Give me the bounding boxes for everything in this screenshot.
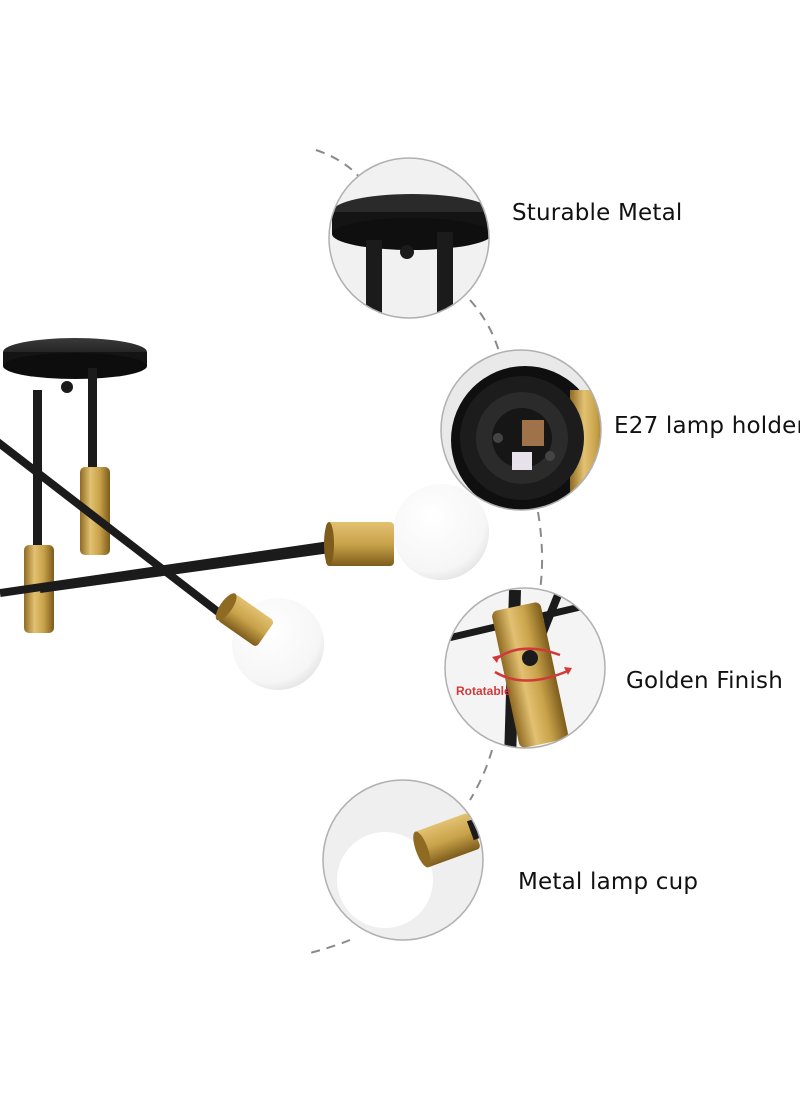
connector-dashed-line — [305, 149, 544, 955]
callout-joint: Rotatable — [444, 587, 606, 749]
rotatable-badge: Rotatable — [456, 684, 511, 698]
feature-label-metal-lamp-cup: Metal lamp cup — [518, 869, 699, 895]
callout-cup — [322, 779, 484, 941]
feature-label-golden-finish: Golden Finish — [626, 668, 783, 694]
feature-label-e27-lamp-holder: E27 lamp holder — [614, 413, 800, 439]
callout-canopy — [328, 157, 490, 319]
feature-label-sturable-metal: Sturable Metal — [512, 200, 683, 226]
chandelier-fixture — [0, 338, 489, 690]
callout-socket — [440, 349, 602, 511]
